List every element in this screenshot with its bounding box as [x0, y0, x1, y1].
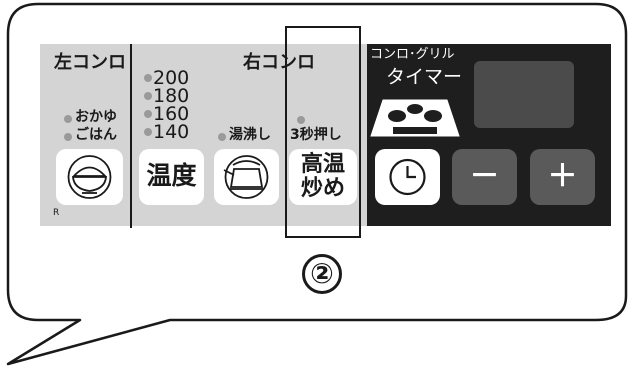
temp-indicator-dot	[144, 128, 152, 136]
timer-caption-line1: コンロ･グリル	[370, 47, 455, 62]
clock-icon	[389, 158, 426, 196]
timer-button[interactable]	[375, 149, 440, 205]
temp-140: 140	[153, 121, 190, 143]
option-label-gohan: ごはん	[75, 127, 117, 143]
minus-icon: －	[469, 159, 500, 194]
right-burner-title: 右コンロ	[243, 52, 315, 73]
rice-button[interactable]	[56, 149, 123, 205]
temp-200: 200	[153, 67, 190, 89]
minus-button[interactable]: －	[452, 149, 517, 205]
high-temp-stir-fry-button[interactable]: 高温 炒め	[289, 149, 357, 205]
temperature-button[interactable]: 温度	[139, 149, 204, 205]
temp-180: 180	[153, 85, 190, 107]
high-temp-label-line1: 高温	[300, 152, 345, 177]
rice-bowl-icon	[67, 155, 112, 199]
temp-indicator-dot	[144, 74, 152, 82]
stove-icon	[370, 99, 460, 137]
panel-divider	[130, 44, 132, 228]
callout-number: ②	[302, 254, 342, 294]
temp-indicator-dot	[144, 110, 152, 118]
boil-label: 湯沸し	[229, 127, 271, 143]
left-burner-title: 左コンロ	[54, 52, 126, 73]
option-label-okayu: おかゆ	[75, 109, 117, 125]
temp-indicator-dot	[144, 92, 152, 100]
option-indicator-dot	[64, 133, 72, 141]
option-indicator-dot	[64, 115, 72, 123]
high-temp-indicator-dot	[297, 116, 305, 124]
boil-button[interactable]	[214, 149, 279, 205]
highlight-frame	[285, 26, 361, 238]
timer-caption-line2: タイマー	[386, 66, 463, 88]
boil-indicator-dot	[218, 133, 226, 141]
kettle-icon	[223, 155, 269, 199]
plus-icon: ＋	[547, 159, 578, 194]
timer-display	[474, 61, 574, 128]
high-temp-label-line2: 炒め	[300, 176, 345, 201]
temp-160: 160	[153, 103, 190, 125]
temperature-button-label: 温度	[146, 161, 197, 190]
press-hint: 3秒押し	[290, 127, 342, 143]
panel-note: R	[53, 208, 60, 218]
plus-button[interactable]: ＋	[530, 149, 595, 205]
callout-number-text: ②	[310, 257, 334, 290]
